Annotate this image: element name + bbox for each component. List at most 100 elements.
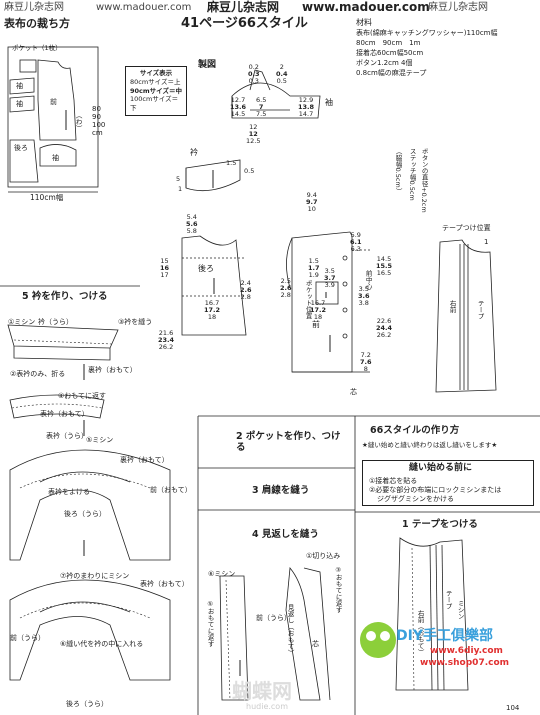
tape-measure: 1: [484, 238, 489, 246]
size-legend-line: 100cmサイズ＝下: [130, 95, 179, 113]
step4-note: 前（うら）: [256, 614, 291, 622]
materials-line: 表布(綿麻キャッチングワッシャー)110cm幅: [356, 29, 498, 38]
howto-note: ★縫い始めと縫い終わりは返し縫いをします★: [362, 441, 498, 449]
watermark-top-right: 麻豆儿杂志网: [428, 2, 488, 13]
button-size-note: ボタンの直径+0.2cm: [420, 148, 429, 213]
step5-note: ①ミシン: [8, 318, 36, 326]
step5-note: ⑦衿のまわりにミシン: [60, 572, 130, 580]
step4-note: ③おもてに返す: [334, 566, 343, 613]
step5-title: 5 衿を作り、つける: [22, 291, 108, 302]
before-sewing-item: ②必要な部分の布端にロックミシンまたは: [369, 486, 502, 494]
step5-note: 表衿をよける: [48, 488, 90, 496]
step5-note: 表衿（おもて）: [40, 410, 89, 418]
step5-note: 表衿（うら）: [46, 432, 88, 440]
diy-url-1: www.6diy.com: [430, 646, 503, 656]
front-center-label: 前中心: [364, 270, 373, 290]
step2-title: 2 ポケットを作り、つける: [236, 431, 341, 453]
step5-note: 後ろ（うら）: [64, 510, 106, 518]
materials-line: 80cm 90cm 1m: [356, 39, 421, 48]
step5-note: 裏衿（おもて）: [88, 366, 137, 374]
cut-sleeve-label: 袖: [16, 82, 23, 90]
step1-note: ミシン: [456, 600, 465, 620]
interfacing-label: 芯: [350, 388, 357, 396]
collar-measure: 1.5: [226, 159, 237, 167]
pattern-title: 製図: [198, 60, 217, 70]
step4-note: ①切り込み: [306, 552, 341, 560]
diy-url-2: www.shop07.com: [420, 658, 510, 668]
step4-note: 芯: [312, 640, 319, 648]
size-legend-title: サイズ表示: [139, 69, 173, 77]
step5-note: 表衿（おもて）: [140, 580, 189, 588]
cut-back-label: 後ろ: [14, 144, 28, 152]
step5-note: ②表衿のみ、折る: [10, 370, 66, 378]
size-legend-line: 90cmサイズ＝中: [130, 86, 182, 95]
collar-draft-label: 衿: [190, 148, 198, 157]
step1-note: 右前（おもて）: [416, 610, 425, 656]
step5-note: ⑥縫い代を衿の中に入れる: [60, 640, 144, 648]
step5-note: 前（おもて）: [150, 486, 192, 494]
watermark-top-left-url: www.madouer.com: [96, 2, 192, 13]
step3-title: 3 肩線を縫う: [252, 485, 310, 496]
step1-title: 1 テープをつける: [402, 519, 478, 530]
pocket-position-label: ポケット位置: [304, 280, 313, 319]
page-number: 104: [506, 704, 520, 712]
diy-brand: DIY手工俱樂部: [396, 628, 493, 644]
materials-title: 材料: [356, 18, 372, 27]
step5-note: ③衿を縫う: [118, 318, 153, 326]
watermark-bottom-center: 蝴蝶网: [232, 679, 292, 703]
watermark-top-center-url: www.madouer.com: [302, 0, 430, 14]
cutting-title: 表布の裁ち方: [4, 17, 70, 30]
watermark-top-center: 麻豆儿杂志网: [207, 0, 280, 14]
step4-note: 見返し（おもて）: [286, 604, 295, 656]
fabric-height-numbers: 80 90 100 cm: [92, 105, 106, 138]
before-sewing-item: ジグザグミシンをかける: [377, 495, 454, 503]
right-front-label: 右前: [448, 300, 457, 313]
before-sewing-item: ①接着芯を貼る: [369, 477, 418, 485]
fabric-width-label: 110cm幅: [30, 193, 64, 202]
step5-note: 前（うら）: [10, 634, 45, 642]
materials-block: 材料 表布(綿麻キャッチングワッシャー)110cm幅 80cm 90cm 1m …: [356, 18, 498, 77]
style-title: 41ページ66スタイル: [181, 16, 308, 31]
watermark-top-left: 麻豆儿杂志网: [4, 2, 64, 13]
step4-note: ⑤おもてに返す: [206, 600, 215, 647]
tape-position-label: テープつけ位置: [442, 224, 491, 232]
back-draft-label: 後ろ: [198, 264, 214, 273]
step5-note: 裏衿（おもて）: [120, 456, 169, 464]
stitch-width-note: ステッチ幅0.5cm: [408, 148, 417, 201]
step5-note: 衿（うら）: [38, 318, 73, 326]
collar-measure: 1: [178, 185, 183, 193]
step5-note: 後ろ（うら）: [66, 700, 108, 708]
side-width-note: （脇幅0.5cm）: [394, 148, 403, 195]
cut-sleeve-label-2: 袖: [16, 100, 23, 108]
step1-note: テープ: [444, 590, 453, 610]
materials-line: ボタン1.2cm 4個: [356, 59, 413, 68]
cut-fold-label: （わ）: [74, 112, 83, 132]
pocket-label: ポケット（1枚）: [12, 44, 62, 52]
collar-measure: 0.5: [244, 167, 255, 175]
size-legend-line: 80cmサイズ＝上: [130, 77, 181, 86]
watermark-bottom-url: hudie.com: [246, 702, 288, 711]
materials-line: 接着芯60cm幅50cm: [356, 49, 424, 58]
collar-measure: 5: [176, 175, 181, 183]
cut-front-label: 前: [50, 98, 57, 106]
step4-title: 4 見返しを縫う: [252, 529, 319, 540]
howto-title: 66スタイルの作り方: [370, 425, 460, 436]
